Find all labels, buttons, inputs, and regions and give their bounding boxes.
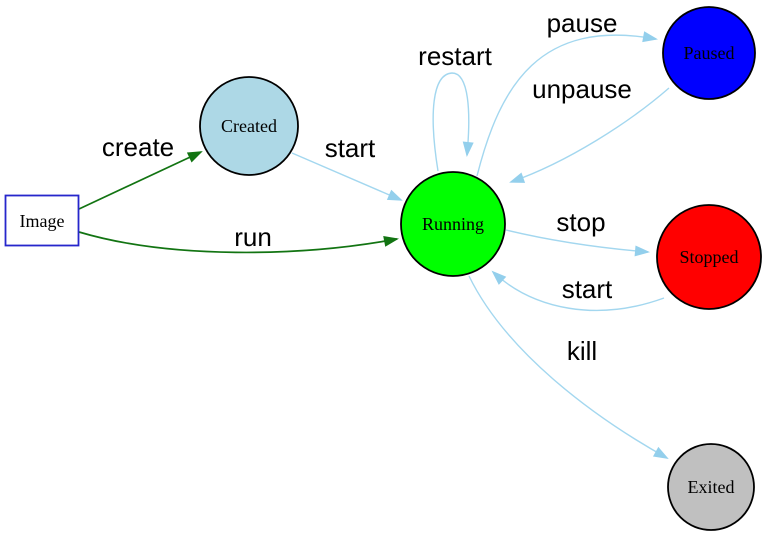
running-node-label: Running bbox=[422, 214, 484, 234]
node-created: Created bbox=[199, 76, 299, 176]
node-paused: Paused bbox=[662, 6, 756, 100]
node-stopped: Stopped bbox=[656, 204, 762, 310]
edge-restart-selfloop-arrow bbox=[432, 72, 474, 172]
running-node-circle bbox=[400, 171, 506, 277]
edge-label-start: start bbox=[325, 133, 376, 163]
edge-label-start-2: start bbox=[562, 274, 613, 304]
edge-kill-arrow bbox=[468, 275, 669, 459]
stopped-node-circle bbox=[656, 204, 762, 310]
edge-label-create: create bbox=[102, 132, 174, 162]
edge-stop-arrow bbox=[505, 229, 650, 257]
edge-label-pause: pause bbox=[547, 8, 618, 38]
stopped-node-label: Stopped bbox=[679, 247, 738, 267]
exited-node-circle bbox=[667, 443, 755, 531]
edge-unpause-arrow bbox=[509, 87, 670, 183]
paused-node-label: Paused bbox=[684, 43, 735, 63]
edge-start-stopped-running-arrow bbox=[491, 270, 665, 312]
edge-label-stop: stop bbox=[556, 207, 605, 237]
edge-label-kill: kill bbox=[567, 336, 597, 366]
edge-labels-layer: create run start restart pause unpause s… bbox=[102, 8, 632, 366]
edge-pause-arrow bbox=[476, 31, 658, 177]
edge-run-arrow bbox=[78, 231, 399, 254]
node-exited: Exited bbox=[667, 443, 755, 531]
node-image: Image bbox=[4, 194, 80, 247]
paused-node-circle bbox=[662, 6, 756, 100]
node-running: Running bbox=[400, 171, 506, 277]
created-node-label: Created bbox=[221, 116, 277, 136]
edge-label-restart: restart bbox=[418, 41, 492, 71]
edges-layer bbox=[78, 31, 670, 459]
image-node-label: Image bbox=[20, 211, 65, 231]
created-node-circle bbox=[199, 76, 299, 176]
edge-label-unpause: unpause bbox=[532, 74, 632, 104]
image-node-box bbox=[4, 194, 80, 247]
edge-create-arrow bbox=[78, 151, 203, 210]
exited-node-label: Exited bbox=[688, 477, 735, 497]
edge-label-run: run bbox=[234, 222, 272, 252]
edge-start-created-running-arrow bbox=[291, 152, 403, 201]
